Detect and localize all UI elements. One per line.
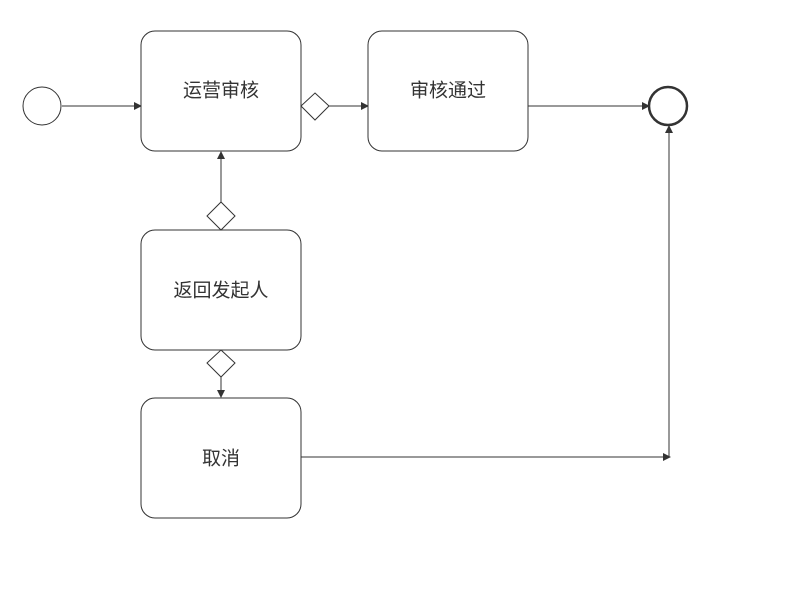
edges <box>62 102 673 461</box>
task-return-to-initiator[interactable]: 返回发起人 <box>140 229 302 351</box>
task-approved-label: 审核通过 <box>410 80 486 102</box>
task-cancel[interactable]: 取消 <box>140 397 302 519</box>
end-event[interactable] <box>647 85 689 127</box>
task-cancel-label: 取消 <box>202 448 240 470</box>
return-bottom-gateway[interactable] <box>206 349 236 378</box>
task-review[interactable]: 运营审核 <box>140 30 302 152</box>
task-return-label: 返回发起人 <box>173 280 268 302</box>
task-review-label: 运营审核 <box>183 80 259 102</box>
start-event[interactable] <box>22 86 62 126</box>
return-top-gateway[interactable] <box>206 201 236 231</box>
review-right-gateway[interactable] <box>300 92 330 121</box>
task-approved[interactable]: 审核通过 <box>367 30 529 152</box>
